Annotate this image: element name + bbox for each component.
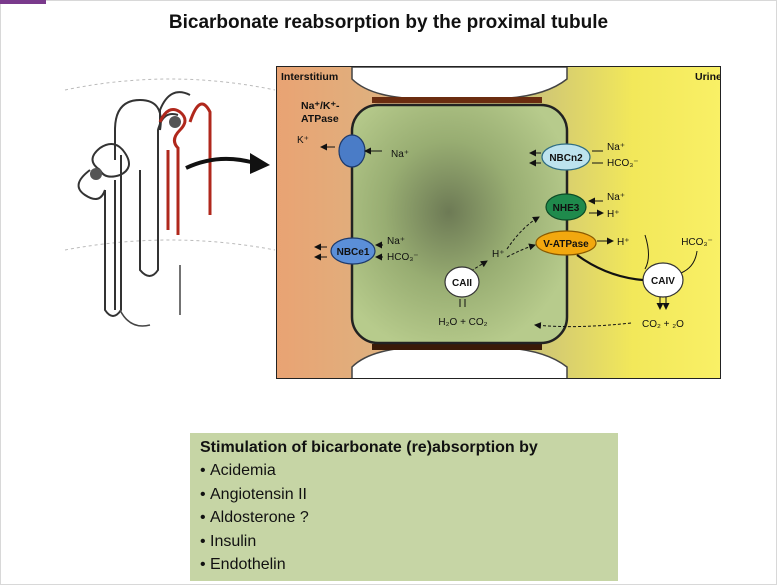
list-item-text: Acidemia: [210, 462, 276, 479]
proximal-tubule-red: [158, 102, 212, 235]
bullet: •: [200, 462, 206, 479]
glomerulus-right: [169, 116, 181, 128]
list-item: •Endothelin: [200, 553, 608, 577]
nephron-illustration: [64, 78, 276, 327]
nak-k-label: K⁺: [297, 135, 309, 146]
urine-reaction-label: CO₂ + ₂O: [642, 319, 684, 330]
nak-atpase-label-2: ATPase: [301, 113, 339, 125]
v-atpase-label: V-ATPase: [543, 239, 589, 250]
list-item: •Acidemia: [200, 459, 608, 483]
list-item: •Insulin: [200, 530, 608, 554]
caiv-label: CAIV: [651, 276, 675, 287]
v-atpase-h-label: H⁺: [617, 237, 630, 248]
slide-accent-bar: [0, 0, 46, 4]
bullet: •: [200, 532, 206, 550]
list-item: •Angiotensin II: [200, 483, 608, 507]
nhe3-transporter: [545, 193, 587, 221]
nak-atpase-label-1: Na⁺/K⁺-: [301, 100, 340, 112]
nak-na-label: Na⁺: [391, 149, 409, 160]
stimulation-box: Stimulation of bicarbonate (re)absorptio…: [190, 433, 618, 581]
nak-atpase-pump: [338, 134, 366, 168]
v-atpase-pump: [535, 230, 597, 256]
nbcn2-hco3-label: HCO₃⁻: [607, 158, 639, 169]
nhe3-label: NHE3: [553, 203, 580, 214]
interstitium-label: Interstitium: [281, 71, 338, 83]
neighbor-cell-bottom: [351, 346, 568, 378]
nhe3-h-label: H⁺: [607, 209, 620, 220]
nbcn2-label: NBCn2: [549, 153, 583, 164]
nbce1-hco3-label: HCO₃⁻: [387, 252, 419, 263]
stimulation-title: Stimulation of bicarbonate (re)absorptio…: [200, 439, 538, 456]
medulla-boundary: [64, 239, 276, 251]
neighbor-cell-top: [351, 67, 568, 100]
list-item-text: Insulin: [210, 532, 257, 550]
list-item-text: Angiotensin II: [210, 485, 307, 503]
tubular-cell: [350, 103, 569, 345]
caii-enzyme: [444, 266, 480, 298]
caii-label: CAII: [452, 278, 472, 289]
nbcn2-na-label: Na⁺: [607, 142, 625, 153]
cortex-boundary-top: [64, 78, 276, 91]
stimulation-list: •Acidemia •Angiotensin II •Aldosterone ?…: [200, 459, 608, 577]
glomerulus-left: [90, 168, 102, 180]
cytosol-h-label: H⁺: [492, 249, 505, 260]
bullet: •: [200, 485, 206, 503]
collecting-duct: [119, 309, 151, 327]
bullet: •: [200, 509, 206, 526]
cell-transport-diagram: Interstitium Urine Na⁺/K⁺- ATPase K⁺ Na⁺…: [276, 66, 721, 379]
list-item-text: Aldosterone ?: [210, 509, 309, 526]
bullet: •: [200, 556, 206, 573]
cell-reaction-label: H₂O + CO₂: [438, 317, 487, 328]
pointer-arrow: [185, 153, 270, 174]
slide-title: Bicarbonate reabsorption by the proximal…: [168, 12, 609, 33]
nbce1-na-label: Na⁺: [387, 236, 405, 247]
nbce1-label: NBCe1: [337, 247, 370, 258]
nhe3-na-label: Na⁺: [607, 192, 625, 203]
urine-label: Urine: [695, 71, 721, 83]
tight-junction-top: [372, 97, 542, 103]
nbce1-transporter: [330, 237, 376, 265]
urine-hco3-label: HCO₃⁻: [681, 237, 713, 248]
tight-junction-bottom: [372, 344, 542, 350]
nbcn2-transporter: [541, 143, 591, 171]
list-item: •Aldosterone ?: [200, 506, 608, 530]
nephron-loop-black: [77, 91, 191, 317]
list-item-text: Endothelin: [210, 556, 286, 573]
